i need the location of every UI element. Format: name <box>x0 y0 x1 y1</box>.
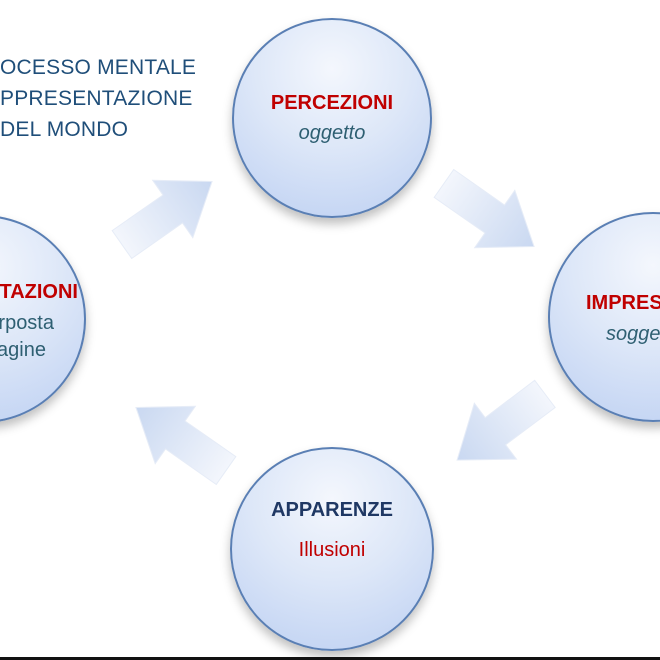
node-impressioni-title: IMPRES <box>586 292 660 314</box>
arrow-down-left-icon <box>436 366 566 488</box>
title-line-1: OCESSO MENTALE <box>0 56 197 79</box>
node-percezioni-subtitle: oggetto <box>298 122 366 144</box>
title-line-3: DEL MONDO <box>0 118 129 141</box>
arrow-right-icon <box>424 155 554 275</box>
node-interpretazioni-title: TAZIONI <box>0 281 78 303</box>
arrow-up-left-icon <box>116 379 246 499</box>
node-percezioni-title: PERCEZIONI <box>270 92 394 114</box>
node-impressioni: IMPRES sogge <box>548 212 660 422</box>
node-interpretazioni-subtitle-1: erposta <box>0 312 54 334</box>
bottom-border <box>0 657 660 660</box>
node-percezioni: PERCEZIONI oggetto <box>232 18 432 218</box>
node-apparenze-title: APPARENZE <box>271 499 393 521</box>
node-apparenze: APPARENZE Illusioni <box>230 447 434 651</box>
node-apparenze-subtitle: Illusioni <box>298 539 366 561</box>
node-impressioni-subtitle: sogge <box>606 323 660 345</box>
node-interpretazioni-subtitle-2: nagine <box>0 339 46 361</box>
arrow-right-icon <box>102 153 232 273</box>
node-interpretazioni: TAZIONI erposta nagine <box>0 215 86 423</box>
title-line-2: PPRESENTAZIONE <box>0 87 193 110</box>
